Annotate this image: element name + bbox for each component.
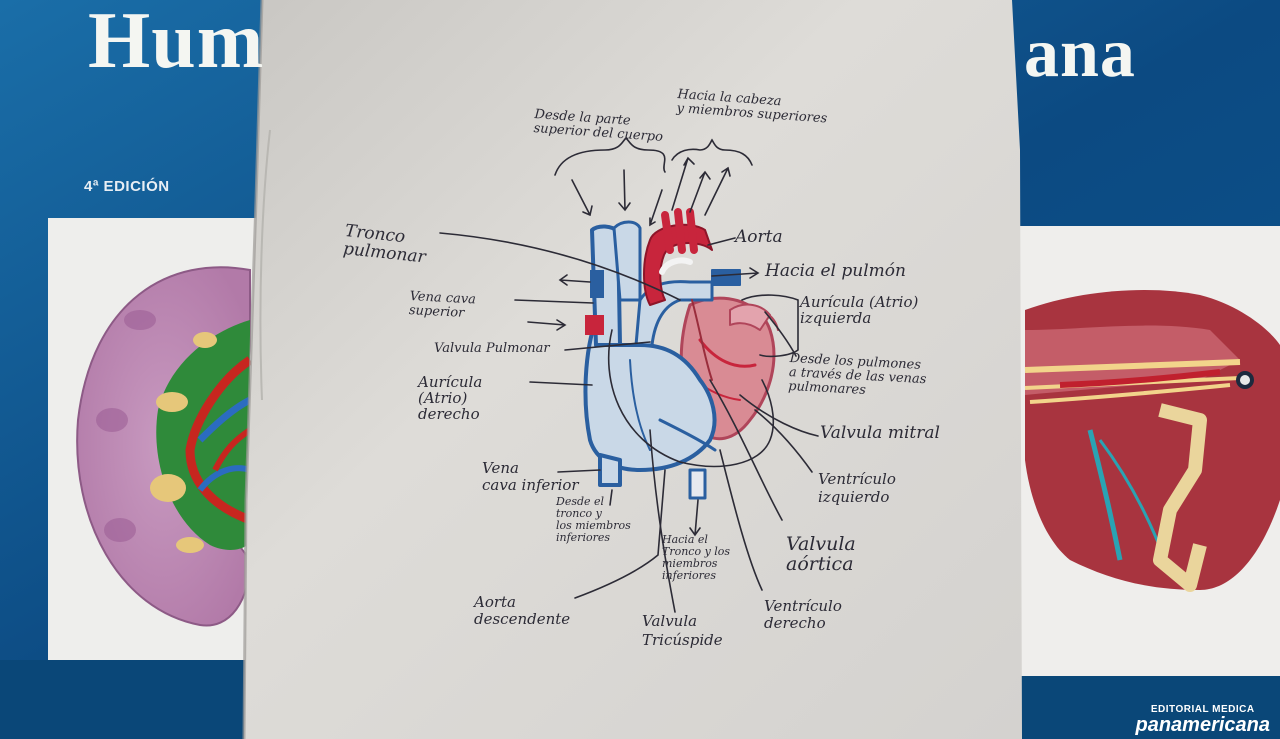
label-aorta-descendente: Aorta descendente (474, 593, 571, 628)
paper-shadow-edge (242, 0, 264, 739)
label-desde-pulmones: Desde los pulmones a través de las venas… (787, 351, 927, 399)
annotation-lines (439, 136, 819, 613)
book-title-left: Hum (88, 0, 265, 85)
label-desde-tronco: Desde el tronco y los miembros inferiore… (556, 495, 631, 544)
publisher-line2: panamericana (1135, 714, 1270, 736)
label-valvula-aortica: Valvula aórtica (786, 533, 856, 575)
heart-drawing (583, 208, 779, 500)
paper-fold (259, 129, 271, 401)
label-hacia-tronco: Hacia el Tronco y los miembros inferiore… (662, 533, 731, 582)
label-valvula-pulmonar: Valvula Pulmonar (434, 341, 550, 356)
label-valvula-tricuspide: Valvula Tricúspide (642, 612, 723, 649)
publisher-line1: EDITORIAL MEDICA (1150, 704, 1255, 715)
label-auricula-derecha: Aurícula (Atrio) derecho (418, 373, 483, 423)
label-valvula-mitral: Valvula mitral (820, 423, 940, 443)
label-hacia-pulmon: Hacia el pulmón (765, 261, 906, 281)
publisher-logo: EDITORIAL MEDICA panamericana (1135, 704, 1270, 735)
label-vena-cava-superior: Vena cava superior (408, 289, 477, 321)
book-title-right: ana (1024, 15, 1136, 92)
label-ventriculo-derecho: Ventrículo derecho (764, 597, 842, 632)
kidney-illustration (76, 266, 253, 627)
label-ventriculo-izquierdo: Ventrículo izquierdo (818, 470, 896, 506)
anatomy-neck-illustration (1024, 290, 1280, 592)
label-tronco-pulmonar: Tronco pulmonar (342, 221, 427, 268)
edition-label: 4ª EDICIÓN (84, 178, 170, 195)
label-aorta: Aorta (735, 227, 783, 247)
label-auricula-izquierda: Aurícula (Atrio) izquierda (800, 293, 919, 327)
label-vena-cava-inferior: Vena cava inferior (482, 459, 579, 494)
